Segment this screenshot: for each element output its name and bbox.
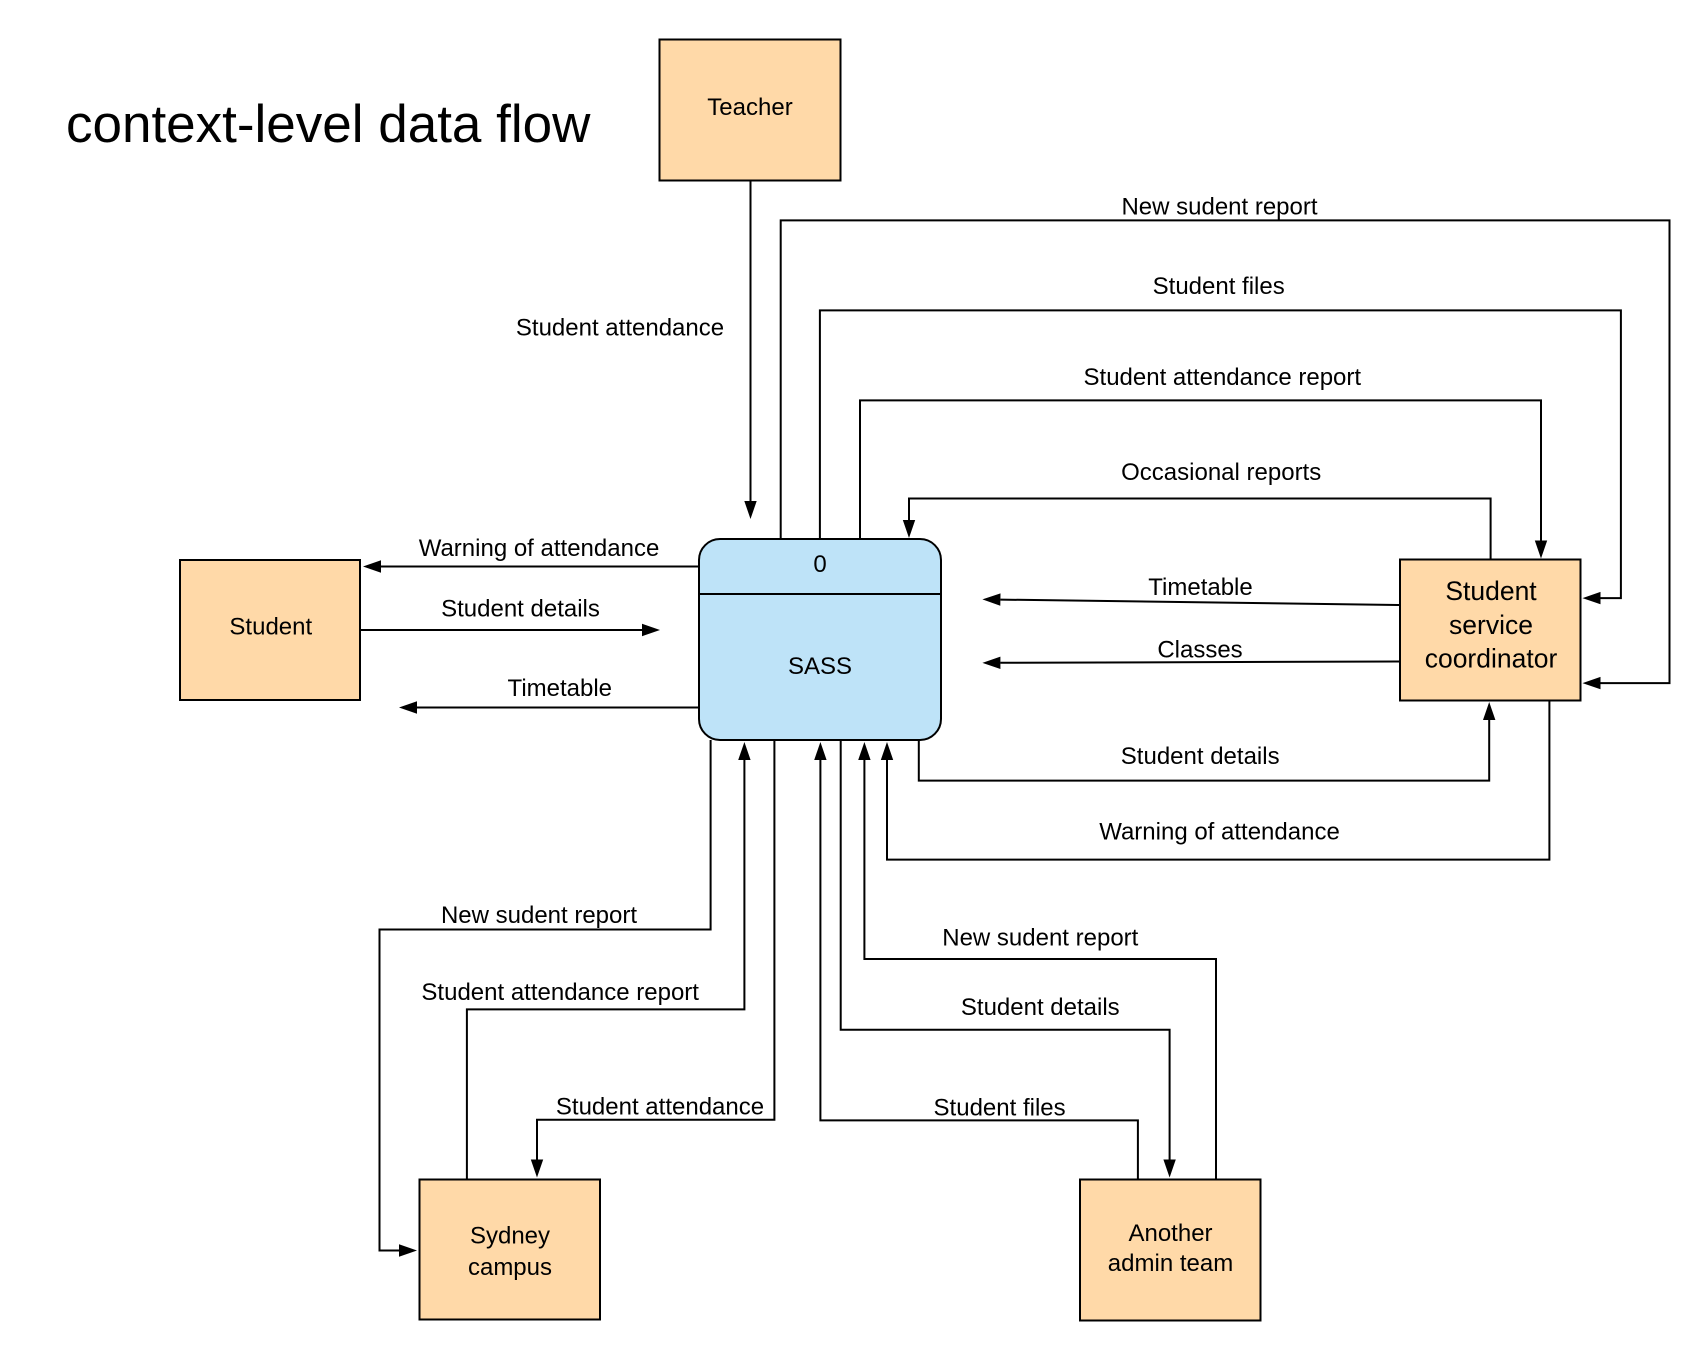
- svg-text:Student: Student: [229, 614, 312, 641]
- svg-text:Student details: Student details: [961, 994, 1120, 1021]
- svg-text:Classes: Classes: [1157, 637, 1242, 664]
- svg-text:New sudent report: New sudent report: [441, 902, 637, 929]
- svg-text:context-level data flow: context-level data flow: [66, 95, 591, 154]
- svg-text:Sydney: Sydney: [470, 1223, 550, 1250]
- svg-text:New sudent report: New sudent report: [942, 925, 1138, 952]
- svg-text:Warning of attendance: Warning of attendance: [419, 535, 660, 562]
- svg-text:admin team: admin team: [1108, 1250, 1233, 1277]
- svg-text:New sudent report: New sudent report: [1121, 194, 1317, 221]
- svg-text:0: 0: [813, 551, 826, 578]
- svg-text:Warning of attendance: Warning of attendance: [1099, 819, 1340, 846]
- svg-text:Student attendance report: Student attendance report: [1084, 364, 1362, 391]
- svg-text:Teacher: Teacher: [707, 94, 792, 121]
- svg-text:campus: campus: [468, 1254, 552, 1281]
- svg-text:Timetable: Timetable: [508, 675, 612, 702]
- svg-text:Student details: Student details: [1121, 743, 1280, 770]
- svg-text:Student files: Student files: [934, 1095, 1066, 1122]
- svg-text:Timetable: Timetable: [1148, 574, 1252, 601]
- svg-text:Student attendance: Student attendance: [556, 1094, 764, 1121]
- svg-text:Student: Student: [1445, 576, 1537, 606]
- svg-text:Another: Another: [1128, 1220, 1212, 1247]
- svg-text:coordinator: coordinator: [1425, 644, 1558, 674]
- svg-text:Student files: Student files: [1153, 273, 1285, 300]
- svg-text:Student attendance: Student attendance: [516, 315, 724, 342]
- svg-text:service: service: [1449, 610, 1533, 640]
- svg-text:Student details: Student details: [441, 596, 600, 623]
- svg-text:SASS: SASS: [788, 653, 852, 680]
- svg-text:Occasional reports: Occasional reports: [1121, 459, 1321, 486]
- svg-text:Student attendance report: Student attendance report: [421, 979, 699, 1006]
